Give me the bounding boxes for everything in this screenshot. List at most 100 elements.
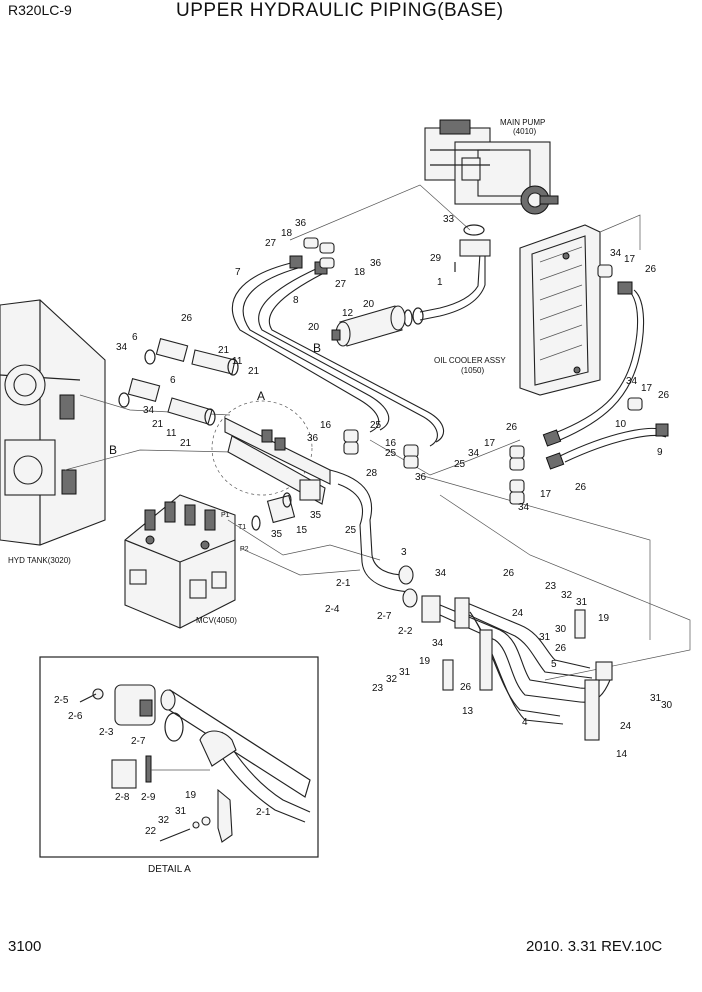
callout: 26 bbox=[460, 682, 472, 693]
pipes-4-5 bbox=[421, 595, 613, 741]
callout: 36 bbox=[295, 218, 307, 229]
callout: 32 bbox=[158, 815, 170, 826]
callout: 2-1 bbox=[256, 807, 271, 818]
callout: 16 bbox=[385, 438, 397, 449]
revision-date: 2010. 3.31 REV.10C bbox=[526, 938, 663, 955]
callout: 4 bbox=[522, 717, 528, 728]
callout: 17 bbox=[484, 438, 496, 449]
callout: 11 bbox=[166, 428, 177, 439]
callout: 26 bbox=[658, 390, 670, 401]
callout: 31 bbox=[539, 632, 551, 643]
model-code: R320LC-9 bbox=[8, 2, 72, 18]
callout: 21 bbox=[152, 419, 164, 430]
callout: 23 bbox=[545, 581, 557, 592]
callout: 5 bbox=[551, 659, 557, 670]
oil-cooler-number: (1050) bbox=[461, 366, 484, 375]
callout: 2-8 bbox=[115, 792, 130, 803]
callout: 11 bbox=[232, 356, 243, 367]
view-b-marker-tank: B bbox=[109, 443, 117, 457]
callout: 21 bbox=[218, 345, 230, 356]
callout: 20 bbox=[308, 322, 320, 333]
detail-a-caption: DETAIL A bbox=[148, 864, 191, 875]
callout: 32 bbox=[386, 674, 398, 685]
view-a-marker: A bbox=[257, 389, 265, 403]
left-fittings bbox=[118, 337, 239, 426]
callout: 2-9 bbox=[141, 792, 156, 803]
mcv-label: MCV(4050) bbox=[196, 616, 237, 625]
callout: 19 bbox=[185, 790, 197, 801]
callout: 26 bbox=[645, 264, 657, 275]
callout: 26 bbox=[575, 482, 587, 493]
hoses-9-10 bbox=[542, 281, 669, 470]
callout: 12 bbox=[342, 308, 354, 319]
callout: 15 bbox=[296, 525, 308, 536]
callout: 35 bbox=[271, 529, 283, 540]
mcv bbox=[124, 494, 236, 629]
main-pump-label: MAIN PUMP bbox=[500, 118, 545, 127]
callout: 24 bbox=[620, 721, 632, 732]
callout: 2-6 bbox=[68, 711, 83, 722]
callout: 31 bbox=[576, 597, 588, 608]
callout: 36 bbox=[307, 433, 319, 444]
callout: 24 bbox=[512, 608, 524, 619]
guide-lines bbox=[64, 184, 691, 681]
callout: 32 bbox=[561, 590, 573, 601]
main-pump bbox=[424, 119, 559, 215]
hyd-tank-label: HYD TANK(3020) bbox=[8, 556, 71, 565]
callout: 21 bbox=[248, 366, 260, 377]
callout: 34 bbox=[432, 638, 444, 649]
callout: 21 bbox=[180, 438, 192, 449]
callout: 2-7 bbox=[377, 611, 392, 622]
oil-cooler bbox=[519, 224, 601, 396]
callout: 30 bbox=[555, 624, 567, 635]
callout: 1 bbox=[437, 277, 443, 288]
callout: 34 bbox=[626, 376, 638, 387]
callout: 20 bbox=[363, 299, 375, 310]
hose-12 bbox=[331, 305, 406, 347]
callout: 30 bbox=[661, 700, 673, 711]
callout: 2-4 bbox=[325, 604, 340, 615]
callout: 34 bbox=[143, 405, 155, 416]
callout: 8 bbox=[293, 295, 299, 306]
page-title: UPPER HYDRAULIC PIPING(BASE) bbox=[176, 0, 504, 21]
callout: 17 bbox=[641, 383, 653, 394]
callout: 26 bbox=[503, 568, 515, 579]
callout: 25 bbox=[345, 525, 357, 536]
callout: 26 bbox=[181, 313, 193, 324]
oil-cooler-label: OIL COOLER ASSY bbox=[434, 356, 506, 365]
callout: 34 bbox=[116, 342, 128, 353]
callout: 33 bbox=[443, 214, 455, 225]
port-p2: P2 bbox=[240, 546, 249, 553]
callout: 13 bbox=[462, 706, 474, 717]
callout-labels: 36 18 27 7 18 36 27 8 33 29 1 20 12 20 2… bbox=[116, 214, 673, 760]
callout: 6 bbox=[132, 332, 138, 343]
callout: 28 bbox=[366, 468, 378, 479]
detail-callouts: 2-5 2-6 2-3 2-7 2-8 2-9 19 31 32 22 2-1 bbox=[54, 695, 271, 837]
callout: 22 bbox=[145, 826, 157, 837]
callout: 19 bbox=[598, 613, 610, 624]
callout: 2-3 bbox=[99, 727, 114, 738]
callout: 25 bbox=[385, 448, 397, 459]
callout: 19 bbox=[419, 656, 431, 667]
port-p1: P1 bbox=[221, 512, 230, 519]
callout: 2-7 bbox=[131, 736, 146, 747]
callout: 25 bbox=[370, 420, 382, 431]
callout: 34 bbox=[610, 248, 622, 259]
callout: 26 bbox=[506, 422, 518, 433]
suction-pipe bbox=[403, 224, 491, 327]
callout: 31 bbox=[399, 667, 411, 678]
callout: 34 bbox=[518, 502, 530, 513]
callout: 3 bbox=[401, 547, 407, 558]
callout: 23 bbox=[372, 683, 384, 694]
callout: 36 bbox=[415, 472, 427, 483]
callout: 29 bbox=[430, 253, 442, 264]
port-t1: T1 bbox=[238, 524, 246, 531]
callout: 2-5 bbox=[54, 695, 69, 706]
callout: 31 bbox=[650, 693, 662, 704]
callout: 7 bbox=[235, 267, 241, 278]
callout: 27 bbox=[265, 238, 277, 249]
page-number: 3100 bbox=[8, 938, 42, 955]
callout: 31 bbox=[175, 806, 187, 817]
callout: 36 bbox=[370, 258, 382, 269]
